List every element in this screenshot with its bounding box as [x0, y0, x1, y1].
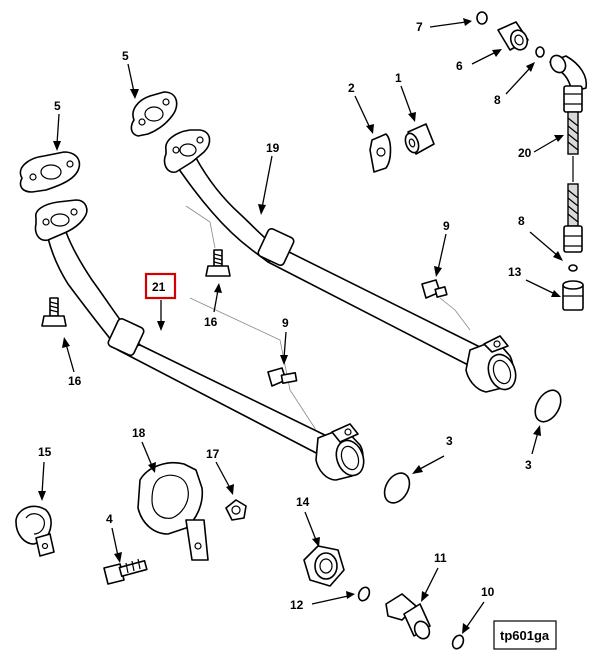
callout-5-left: 5 [53, 99, 61, 151]
callout-1: 1 [395, 71, 416, 122]
callout-label: 9 [282, 316, 289, 330]
callout-label: 14 [296, 495, 310, 509]
tube-assembly-front [34, 199, 365, 481]
callout-15: 15 [38, 445, 52, 501]
callout-8-top: 8 [494, 62, 535, 107]
callout-label: 8 [518, 214, 525, 228]
callout-2: 2 [348, 81, 374, 134]
callout-14: 14 [296, 495, 320, 547]
bolt-9-middle [267, 367, 298, 387]
callout-13: 13 [508, 265, 561, 297]
adapter-fitting-11 [385, 593, 431, 640]
gasket-right [130, 91, 178, 137]
callout-9-right: 9 [434, 219, 450, 277]
callout-18: 18 [132, 426, 156, 473]
callout-5-right: 5 [122, 49, 139, 99]
bolt-9-right [421, 279, 448, 299]
callout-12: 12 [290, 591, 355, 612]
callout-label: 3 [525, 458, 532, 472]
callout-11: 11 [421, 551, 447, 602]
callout-16-left: 16 [62, 337, 82, 388]
callout-7: 7 [416, 18, 472, 34]
capscrew-16-left [41, 297, 67, 327]
callout-label: 12 [290, 598, 304, 612]
callout-label: 5 [122, 49, 129, 63]
o-ring-3-front [383, 472, 411, 504]
spacer [404, 123, 435, 155]
callout-10: 10 [462, 585, 495, 634]
gasket-left [19, 151, 81, 193]
callout-label: 7 [416, 20, 423, 34]
callout-label: 20 [518, 146, 532, 160]
callout-label: 10 [481, 585, 495, 599]
callout-20: 20 [518, 135, 564, 160]
callout-label: 13 [508, 265, 522, 279]
o-ring-7 [476, 11, 488, 25]
callout-3-rear: 3 [525, 425, 541, 472]
callout-label: 15 [38, 445, 52, 459]
o-ring-10 [451, 634, 465, 650]
callout-label: 17 [206, 447, 220, 461]
callout-3-front: 3 [412, 434, 453, 474]
callout-17: 17 [206, 447, 234, 495]
callout-label: 5 [54, 99, 61, 113]
callout-6: 6 [456, 49, 502, 73]
callout-21-highlighted: 21 [144, 272, 177, 331]
callout-label-highlighted: 21 [152, 280, 166, 294]
coupling-nut [303, 545, 345, 587]
callout-8-bottom: 8 [518, 214, 563, 261]
callout-label: 19 [266, 141, 280, 155]
callout-label: 2 [348, 81, 355, 95]
tube-assembly-rear [163, 129, 517, 393]
callout-label: 9 [443, 219, 450, 233]
capscrew-4 [103, 558, 148, 585]
capscrew-16-middle [205, 249, 231, 277]
clamp-15 [15, 505, 55, 557]
figure-id-label: tp601ga [500, 628, 550, 643]
figure-id-box: tp601ga [493, 620, 557, 650]
callout-19: 19 [258, 141, 280, 215]
callout-16-middle: 16 [204, 283, 222, 329]
callout-4: 4 [106, 512, 122, 563]
callout-label: 16 [68, 374, 82, 388]
clamp-small [369, 133, 392, 173]
callout-9-middle: 9 [280, 316, 289, 365]
o-ring-12 [357, 586, 371, 602]
callout-label: 1 [395, 71, 402, 85]
callout-label: 11 [434, 551, 447, 565]
o-ring-3-rear [534, 389, 562, 423]
locknut [225, 499, 247, 521]
o-ring-8-bottom [568, 264, 578, 272]
callout-label: 16 [204, 315, 218, 329]
callout-label: 4 [106, 512, 113, 526]
hose-end-fitting [562, 280, 584, 311]
braided-hose-assembly [549, 54, 588, 253]
support-bracket [137, 462, 209, 561]
callout-label: 6 [456, 59, 463, 73]
callout-label: 3 [446, 434, 453, 448]
callout-label: 18 [132, 426, 146, 440]
o-ring-8-top [535, 46, 545, 58]
adapter-fitting-6 [497, 21, 529, 51]
callout-label: 8 [494, 93, 501, 107]
